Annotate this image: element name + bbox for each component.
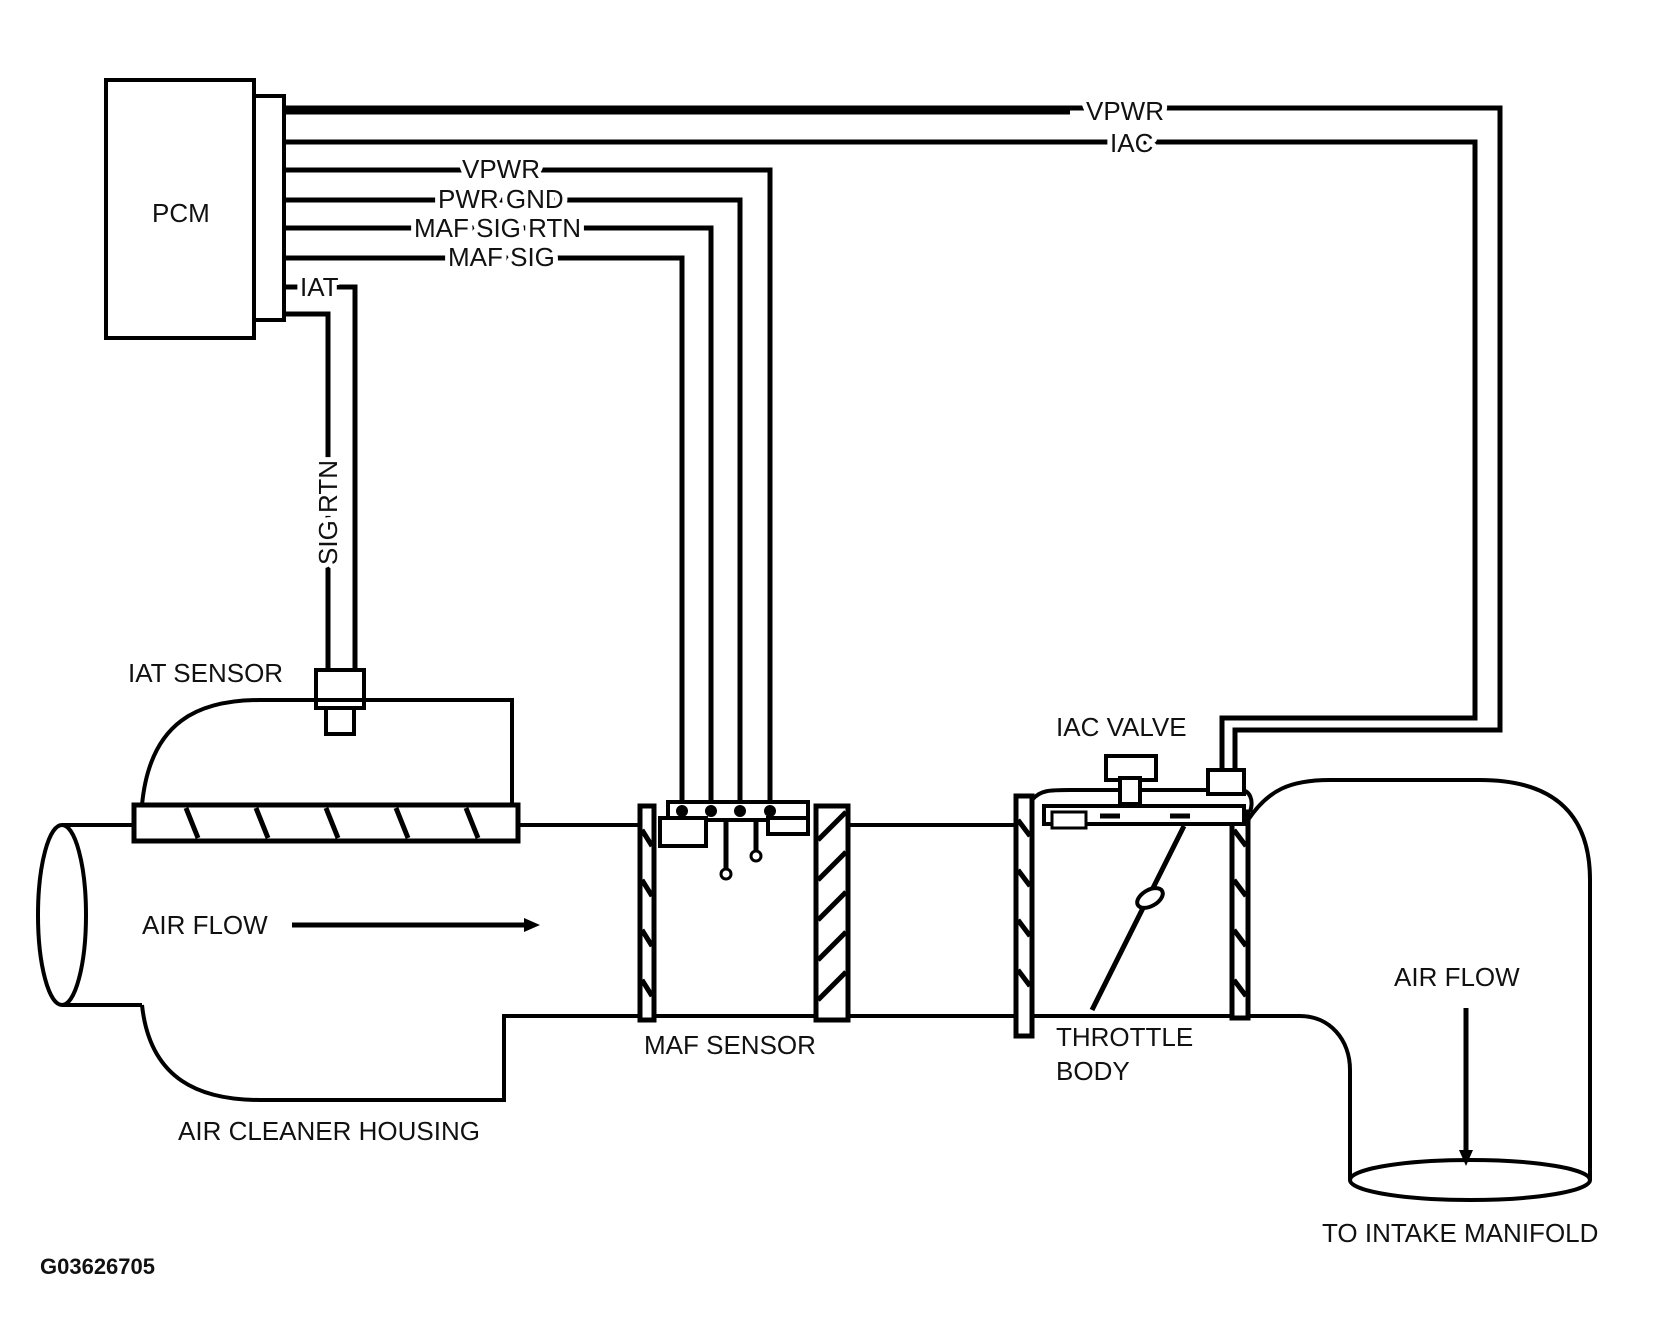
pcm-module: PCM bbox=[104, 78, 286, 340]
wire-sig-rtn bbox=[284, 311, 331, 690]
label-iac-wire: IAC bbox=[1110, 128, 1153, 158]
label-iat: IAT bbox=[300, 272, 339, 302]
label-maf-sig-rtn: MAF SIG RTN bbox=[414, 213, 581, 243]
air-cleaner-housing bbox=[36, 698, 640, 1102]
label-air-flow-left: AIR FLOW bbox=[142, 910, 268, 940]
label-throttle-body-2: BODY bbox=[1056, 1056, 1130, 1086]
throttle-body bbox=[1013, 793, 1251, 1039]
label-maf-sig: MAF SIG bbox=[448, 242, 555, 272]
label-maf-sensor: MAF SENSOR bbox=[644, 1030, 816, 1060]
figure-id: G03626705 bbox=[40, 1254, 155, 1279]
label-iat-sensor: IAT SENSOR bbox=[128, 658, 283, 688]
label-vpwr-top: VPWR bbox=[1086, 96, 1164, 126]
wire-pwr-gnd bbox=[284, 197, 743, 812]
intake-elbow bbox=[1246, 778, 1592, 1202]
maf-sensor bbox=[637, 800, 1016, 1023]
wire-maf-sig bbox=[284, 255, 685, 812]
label-iac-valve: IAC VALVE bbox=[1056, 712, 1187, 742]
label-sig-rtn: SIG RTN bbox=[313, 460, 343, 565]
iac-valve bbox=[1030, 754, 1254, 830]
wire-vpwr-iac-valve bbox=[284, 105, 1503, 770]
label-pwr-gnd: PWR GND bbox=[438, 184, 564, 214]
wire-iac bbox=[284, 139, 1478, 770]
label-throttle-body-1: THROTTLE bbox=[1056, 1022, 1193, 1052]
label-air-cleaner-housing: AIR CLEANER HOUSING bbox=[178, 1116, 480, 1146]
label-to-intake-manifold: TO INTAKE MANIFOLD bbox=[1322, 1218, 1598, 1248]
label-air-flow-right: AIR FLOW bbox=[1394, 962, 1520, 992]
wire-iat bbox=[284, 284, 358, 690]
air-flow-left-arrow bbox=[292, 918, 540, 932]
wire-maf-sig-rtn bbox=[284, 225, 714, 812]
wire-vpwr-maf bbox=[284, 167, 773, 812]
pcm-label: PCM bbox=[152, 198, 210, 228]
label-vpwr-maf: VPWR bbox=[462, 154, 540, 184]
